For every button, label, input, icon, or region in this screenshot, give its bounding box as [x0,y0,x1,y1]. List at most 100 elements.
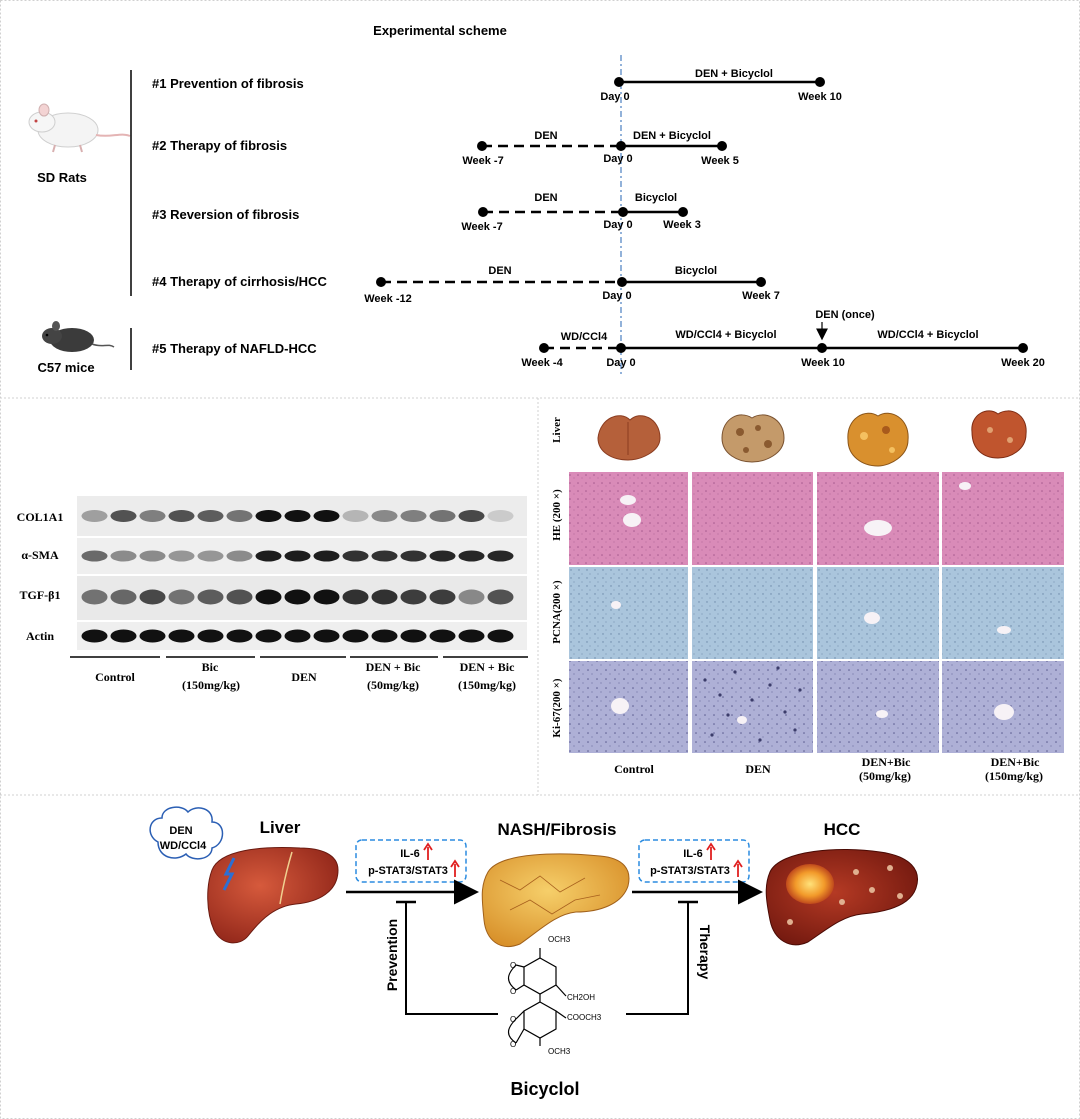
scheme-row-1: #1 Prevention of fibrosis DEN + Bicyclol… [152,68,842,103]
blot-band [487,510,514,522]
timepoint-dot [618,207,628,217]
blot-band [313,510,340,522]
segment-label: WD/CCl4 + Bicyclol [877,329,978,341]
blot-band [226,589,253,605]
row-label: #4 Therapy of cirrhosis/HCC [152,274,327,289]
prevention-inhibition-line [405,902,498,1015]
blot-band [110,589,137,605]
group-label-sub: (150mg/kg) [182,678,240,692]
experimental-scheme-panel: Experimental scheme SD Rats C57 mice # [28,23,1045,375]
blot-band [371,589,398,605]
histology-col-label: DEN+Bic [991,755,1041,769]
blot-band [226,629,253,643]
histology-col-label-sub: (150mg/kg) [985,769,1043,783]
blot-band [458,629,485,643]
row-label: #1 Prevention of fibrosis [152,76,304,91]
timepoint-dot [1018,343,1028,353]
histology-row-label: Liver [551,417,563,443]
blot-band [255,510,282,522]
marker-il6: IL-6 [683,848,703,860]
protein-label: Actin [26,629,54,643]
chem-och3-bottom: OCH3 [548,1047,571,1056]
event-label: DEN (once) [815,309,875,321]
therapy-label: Therapy [697,925,713,980]
blot-band [139,589,166,605]
histology-row-label: Ki-67(200 ×) [551,678,563,737]
blot-band [139,629,166,643]
tick-label: Week 10 [798,91,842,103]
blot-band [313,550,340,562]
histology-col-label: Control [614,762,654,776]
tick-label: Week 3 [663,219,701,231]
cloud-bubble: DEN WD/CCl4 [149,806,224,860]
timepoint-dot [539,343,549,353]
chem-o: O [510,1040,516,1049]
protein-label: TGF-β1 [20,588,61,602]
blot-band [458,510,485,522]
blot-band [429,589,456,605]
timepoint-dot [614,77,624,87]
row-label: #2 Therapy of fibrosis [152,138,287,153]
blot-band [168,510,195,522]
blot-band [458,589,485,605]
blot-band [371,510,398,522]
healthy-liver-image [207,847,339,944]
group-label: DEN [291,670,317,684]
gross-liver-den-bic-150 [971,410,1027,459]
timepoint-dot [478,207,488,217]
blot-band [110,550,137,562]
timepoint-dot [756,277,766,287]
chem-o: O [510,961,516,970]
nash-fibrosis-liver-image [481,853,630,947]
group-label-sub: (150mg/kg) [458,678,516,692]
blot-band [313,629,340,643]
tick-label: Week 5 [701,155,739,167]
blot-band [81,589,108,605]
gross-liver-control [597,415,661,461]
tick-label: Week -12 [364,293,412,305]
blot-band [81,550,108,562]
group-label: DEN + Bic [366,660,422,674]
rats-label: SD Rats [37,170,87,185]
hcc-liver-image [765,849,918,946]
blot-band [168,629,195,643]
blot-band [487,589,514,605]
chem-ch2oh: CH2OH [567,993,595,1002]
mouse-icon [42,321,115,352]
tick-label: Week -7 [462,155,503,167]
marker-pstat3: p-STAT3/STAT3 [650,865,730,877]
blot-band [429,510,456,522]
blot-band [342,510,369,522]
pcna-image-den-bic-150 [942,567,1064,659]
group-label: Control [95,670,135,684]
mechanism-panel: DEN WD/CCl4 Liver NASH/Fibrosis HCC [149,806,918,1099]
blot-band [197,589,224,605]
tick-label: Week -7 [461,221,502,233]
blot-band [400,510,427,522]
chem-cooch3: COOCH3 [567,1013,602,1022]
group-label: DEN + Bic [460,660,516,674]
tick-label: Day 0 [606,357,635,369]
blot-band [255,550,282,562]
timepoint-dot [616,343,626,353]
rat-icon [28,103,131,153]
timepoint-dot [376,277,386,287]
pcna-image-den-bic-50 [817,567,939,659]
scheme-row-4: #4 Therapy of cirrhosis/HCC DEN Bicyclol… [152,265,780,305]
blot-band [371,550,398,562]
blot-band [81,629,108,643]
tick-label: Week -4 [521,357,563,369]
blot-band [458,550,485,562]
gross-liver-den-bic-50 [847,412,909,467]
blot-band [487,629,514,643]
blot-band [429,550,456,562]
timepoint-dot [477,141,487,151]
blot-band [226,510,253,522]
timepoint-dot [817,343,827,353]
protein-label: COL1A1 [17,510,64,524]
segment-label: WD/CCl4 [561,331,608,343]
cloud-label-1: DEN [169,825,192,837]
therapy-inhibition-line [626,902,689,1015]
gross-liver-den [721,414,785,463]
blot-band [313,589,340,605]
